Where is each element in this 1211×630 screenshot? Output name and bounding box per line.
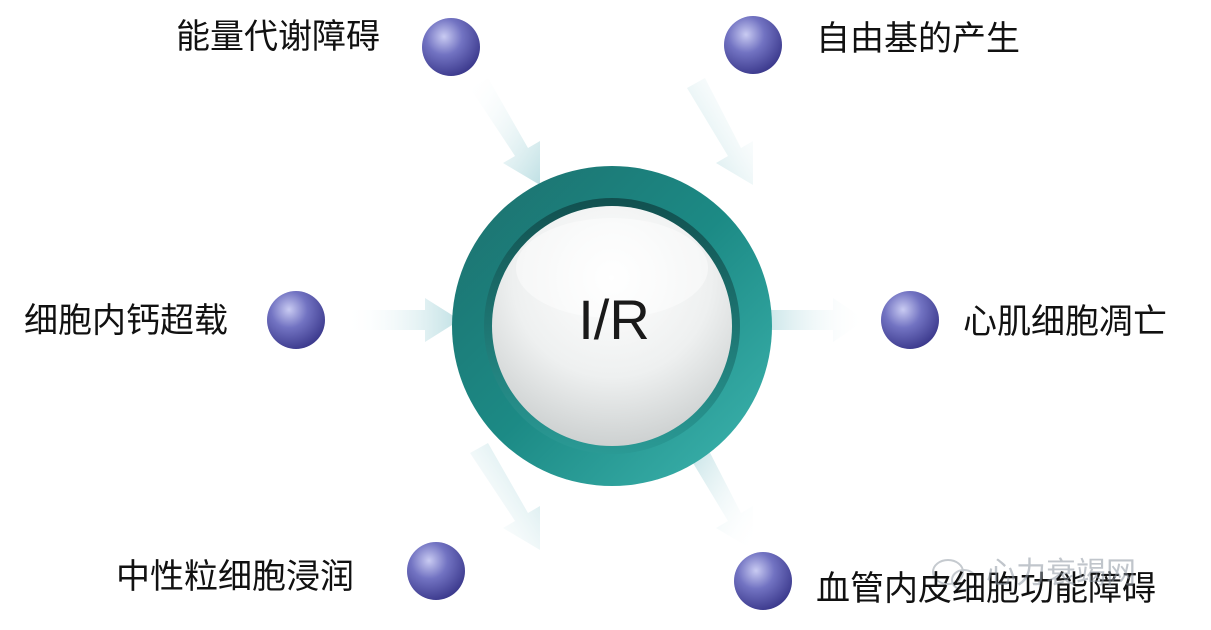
node-bottom-left [407,542,465,600]
factor-label-bottom-left: 中性粒细胞浸润 [116,557,354,597]
wechat-icon [932,559,977,591]
arrow-top-left [470,78,540,185]
factor-label-middle-left: 细胞内钙超载 [24,301,228,341]
node-top-right [724,16,782,74]
node-bottom-right [734,552,792,610]
node-middle-right [881,291,939,349]
arrow-top-right [687,78,753,185]
center-label: I/R [578,288,650,351]
arrow-bottom-left [470,443,540,550]
arrow-middle-left [345,298,460,342]
factor-label-top-left: 能量代谢障碍 [176,17,380,57]
arrow-bottom-right [687,443,753,550]
center-circle [452,166,772,486]
arrow-middle-right [757,298,866,342]
watermark-text: 心力衰竭网 [986,556,1136,591]
factor-label-bottom-right: 血管内皮细胞功能障碍 [816,569,1156,609]
factor-label-middle-right: 心肌细胞凋亡 [963,302,1167,342]
factor-label-top-right: 自由基的产生 [816,19,1020,59]
node-middle-left [267,291,325,349]
node-top-left [422,18,480,76]
watermark: 心力衰竭网 [980,548,1136,592]
